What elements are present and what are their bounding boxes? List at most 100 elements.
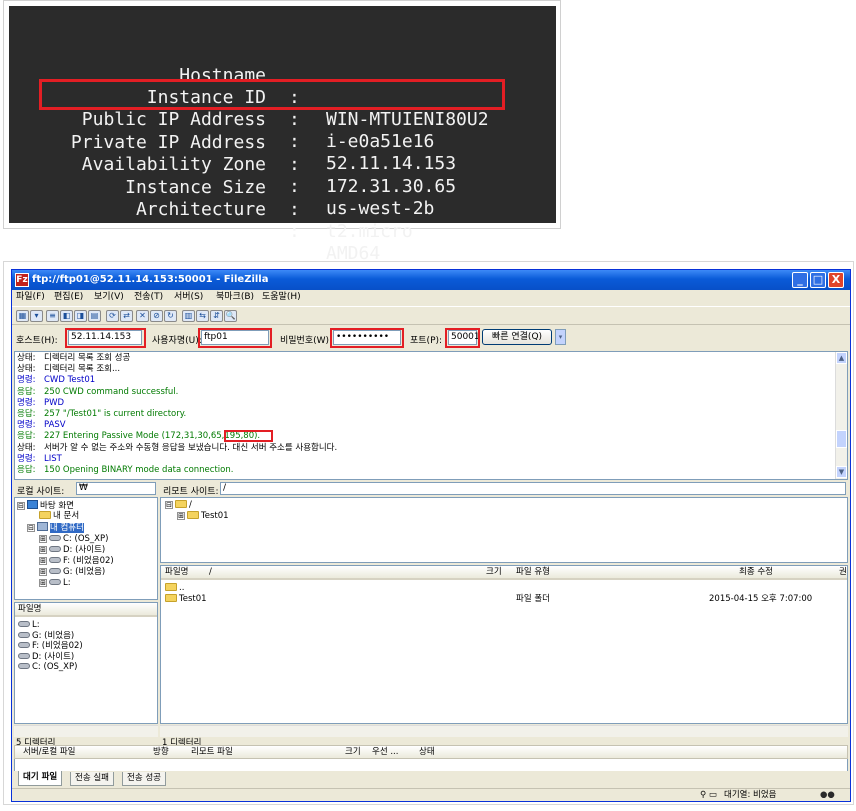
local-tree-node[interactable]: ⊟바탕 화면 — [17, 500, 74, 512]
compare-icon[interactable]: ⇆ — [196, 310, 209, 322]
sync-browse-icon[interactable]: ⇵ — [210, 310, 223, 322]
expand-icon[interactable]: ⊞ — [39, 568, 47, 577]
toggle-remote-tree-icon[interactable]: ◨ — [74, 310, 87, 322]
list-item[interactable]: C: (OS_XP) — [18, 662, 77, 673]
local-tree-node[interactable]: 내 문서 — [27, 511, 79, 522]
local-tree-node[interactable]: ⊞L: — [39, 578, 71, 589]
remote-tree-pane[interactable]: ⊟/⊞Test01 — [160, 497, 848, 563]
quickconnect-button[interactable]: 빠른 연결(Q) — [482, 329, 552, 345]
expand-icon[interactable]: ⊞ — [39, 557, 47, 565]
row-type: 파일 폴더 — [516, 594, 550, 604]
local-tree-node[interactable]: ⊞D: (사이트) — [39, 545, 105, 556]
local-tree-node[interactable]: ⊞G: (비었음) — [39, 567, 105, 578]
table-row[interactable]: .. — [165, 583, 845, 594]
drive-icon — [49, 557, 61, 563]
list-item[interactable]: D: (사이트) — [18, 652, 74, 663]
drive-icon — [18, 621, 30, 627]
activity-indicator-icon: ●● — [820, 790, 835, 800]
term-sep: : — [289, 87, 300, 108]
queue-col-size[interactable]: 크기 — [345, 747, 361, 757]
remote-col-modified[interactable]: 최종 수정 — [739, 567, 773, 577]
local-hscroll[interactable] — [14, 725, 158, 737]
filter-icon[interactable]: ▥ — [182, 310, 195, 322]
list-item[interactable]: F: (비었음02) — [18, 641, 83, 652]
expand-icon[interactable]: ⊞ — [39, 545, 47, 554]
menu-file[interactable]: 파일(F) — [16, 292, 45, 302]
term-label: Private IP Address — [70, 132, 266, 153]
collapse-icon[interactable]: ⊟ — [27, 524, 35, 533]
dropdown-arrow-icon[interactable]: ▾ — [30, 310, 43, 322]
local-tree-node[interactable]: ⊞ F: (비었음02) — [39, 556, 114, 567]
queue-col-priority[interactable]: 우선 ... — [372, 747, 399, 757]
scroll-thumb[interactable] — [836, 430, 847, 448]
menu-transfer[interactable]: 전송(T) — [134, 292, 164, 302]
remote-col-size[interactable]: 크기 — [486, 567, 502, 577]
reconnect-icon[interactable]: ↻ — [164, 310, 177, 322]
remote-col-type[interactable]: 파일 유형 — [516, 567, 550, 577]
host-highlight-box — [65, 328, 146, 348]
remote-col-filename[interactable]: 파일명 — [165, 567, 189, 577]
title-bar[interactable]: Fz ftp://ftp01@52.11.14.153:50001 - File… — [12, 270, 850, 290]
queue-col-remote-file[interactable]: 리모트 파일 — [191, 747, 233, 757]
log-scrollbar[interactable]: ▲▼ — [835, 352, 847, 479]
expand-icon[interactable]: ⊞ — [39, 534, 47, 543]
expand-icon[interactable]: ⊞ — [39, 579, 47, 588]
process-queue-icon[interactable]: ⇄ — [120, 310, 133, 322]
refresh-icon[interactable]: ⟳ — [106, 310, 119, 322]
remote-site-input[interactable]: / — [220, 482, 846, 495]
password-input[interactable]: •••••••••• — [333, 330, 401, 345]
quickconnect-dropdown-icon[interactable]: ▾ — [555, 329, 566, 345]
queue-col-direction[interactable]: 방향 — [153, 747, 169, 757]
username-input[interactable]: ftp01 — [201, 330, 269, 345]
cancel-icon[interactable]: ✕ — [136, 310, 149, 322]
local-list-pane[interactable]: 파일명 L:G: (비었음)F: (비었음02)D: (사이트)C: (OS_X… — [14, 602, 158, 724]
list-item[interactable]: L: — [18, 620, 40, 631]
search-icon[interactable]: 🔍 — [224, 310, 237, 322]
tab-successful-transfers[interactable]: 전송 성공 — [122, 772, 166, 786]
port-input[interactable]: 50001 — [448, 330, 480, 345]
site-manager-icon[interactable]: ▦ — [16, 310, 29, 322]
minimize-button[interactable]: _ — [792, 272, 808, 288]
menu-edit[interactable]: 편집(E) — [54, 292, 84, 302]
toggle-log-icon[interactable]: ≡ — [46, 310, 59, 322]
log-message: PASV — [44, 420, 66, 431]
local-tree-node[interactable]: ⊟내 컴퓨터 — [27, 522, 84, 534]
collapse-icon[interactable]: ⊟ — [17, 502, 25, 510]
queue-list[interactable] — [14, 759, 848, 771]
toggle-queue-icon[interactable]: ▤ — [88, 310, 101, 322]
expand-icon[interactable]: ⊞ — [177, 512, 185, 520]
maximize-button[interactable]: □ — [810, 272, 826, 288]
remote-hscroll[interactable] — [160, 725, 848, 737]
menu-server[interactable]: 서버(S) — [174, 292, 204, 302]
local-site-input[interactable]: ₩ — [76, 482, 156, 495]
term-sep: : — [289, 199, 300, 220]
host-input[interactable]: 52.11.14.153 — [68, 330, 142, 345]
close-button[interactable]: X — [828, 272, 844, 288]
queue-col-local-file[interactable]: 서버/로컬 파일 — [23, 747, 76, 757]
term-sep: : — [289, 109, 300, 130]
disconnect-icon[interactable]: ⊘ — [150, 310, 163, 322]
password-label: 비밀번호(W): — [280, 336, 333, 346]
list-item[interactable]: G: (비었음) — [18, 631, 74, 642]
tab-queued-files[interactable]: 대기 파일 — [18, 771, 63, 786]
local-col-filename[interactable]: 파일명 — [18, 604, 42, 614]
collapse-icon[interactable]: ⊟ — [165, 501, 173, 509]
menu-view[interactable]: 보기(V) — [94, 292, 124, 302]
menu-bookmarks[interactable]: 북마크(B) — [216, 292, 255, 302]
scroll-down-icon[interactable]: ▼ — [836, 466, 847, 478]
scroll-up-icon[interactable]: ▲ — [836, 352, 847, 364]
remote-tree-node[interactable]: ⊞Test01 — [177, 511, 229, 522]
local-site-bar: 로컬 사이트: ₩ — [14, 482, 158, 497]
remote-col-permissions[interactable]: 권 — [839, 567, 847, 577]
local-tree-node[interactable]: ⊞C: (OS_XP) — [39, 534, 108, 545]
tree-node-label: F: (비었음02) — [63, 556, 114, 566]
toggle-local-tree-icon[interactable]: ◧ — [60, 310, 73, 322]
queue-col-status[interactable]: 상태 — [419, 747, 435, 757]
menu-help[interactable]: 도움말(H) — [262, 292, 301, 302]
remote-tree-node[interactable]: ⊟/ — [165, 500, 192, 511]
tab-failed-transfers[interactable]: 전송 실패 — [70, 772, 114, 786]
